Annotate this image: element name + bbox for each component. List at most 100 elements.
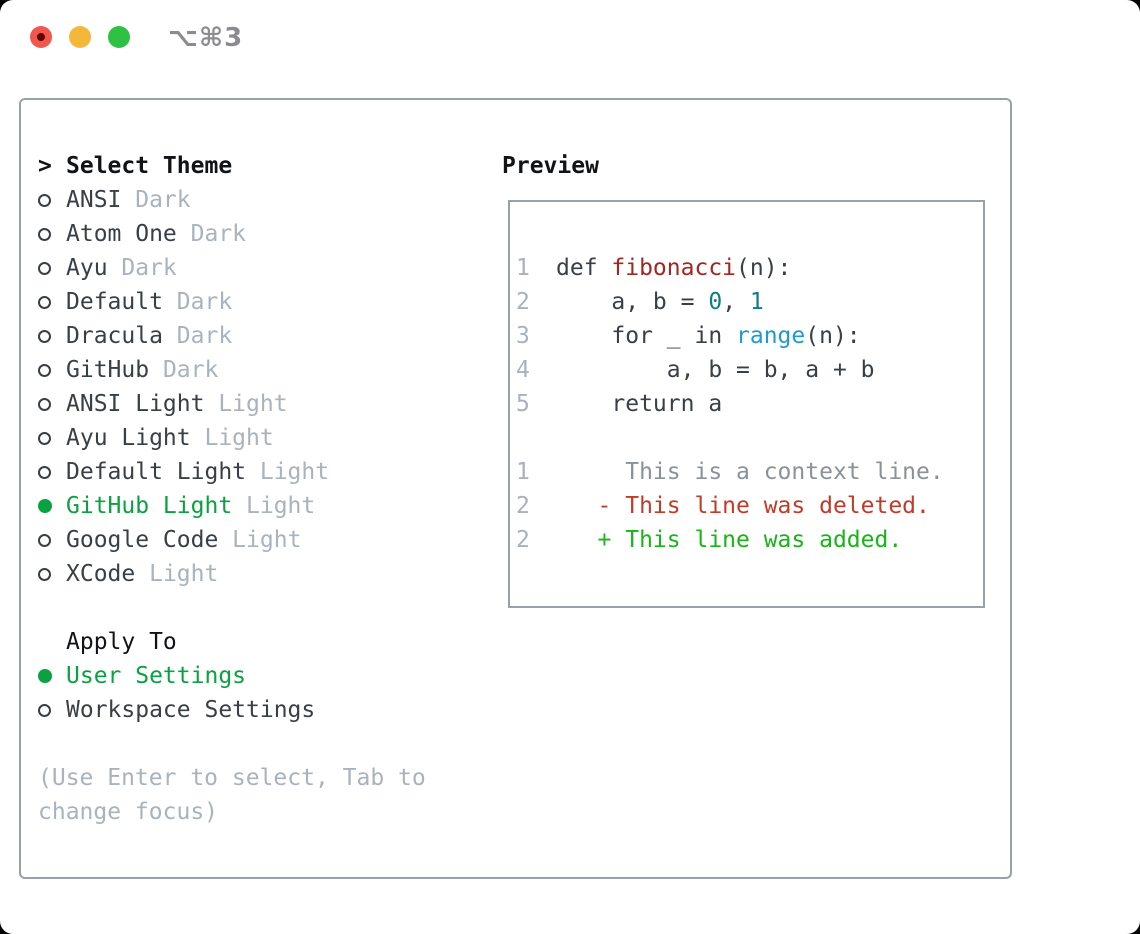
theme-option-dracula[interactable]: Dracula Dark [38,319,426,353]
theme-name: Default [66,289,163,315]
radio-icon [38,533,51,547]
title-bar: ⌥⌘3 [0,0,1140,70]
code-line: 1 def fibonacci(n): [516,251,983,285]
theme-option-default-light[interactable]: Default Light Light [38,455,426,489]
radio-icon [38,703,51,717]
code-segment: def [556,255,612,281]
code-line: 4 a, b = b, a + b [516,353,983,387]
theme-name: GitHub Light [66,493,233,519]
code-line: 5 return a [516,387,983,421]
minimize-button[interactable] [69,26,91,48]
theme-variant-tag: Light [218,527,302,553]
select-theme-header: > Select Theme [38,149,426,183]
theme-option-github-light[interactable]: GitHub Light Light [38,489,426,523]
theme-option-google-code[interactable]: Google Code Light [38,523,426,557]
line-content: return a [556,387,722,421]
theme-name: Dracula [66,323,163,349]
preview-title: Preview [502,153,599,179]
code-segment: a, b = b, a + b [556,357,875,383]
code-segment: return a [556,391,723,417]
line-number: 1 [516,459,530,485]
radio-icon [38,227,51,241]
theme-name: Atom One [66,221,177,247]
radio-icon [38,329,51,343]
radio-icon [38,295,51,309]
window-title-shortcut: ⌥⌘3 [168,23,244,53]
theme-name: Google Code [66,527,219,553]
code-segment: (n): [805,323,861,349]
theme-option-xcode[interactable]: XCode Light [38,557,426,591]
theme-option-github[interactable]: GitHub Dark [38,353,426,387]
theme-name: GitHub [66,357,150,383]
radio-icon [38,363,51,377]
radio-selected-icon [38,499,52,513]
radio-icon [38,261,51,275]
radio-icon [38,431,51,445]
apply-option-label: User Settings [66,663,247,689]
theme-variant-tag: Dark [107,255,177,281]
theme-option-ansi[interactable]: ANSI Dark [38,183,426,217]
theme-option-ansi-light[interactable]: ANSI Light Light [38,387,426,421]
code-segment: , [722,289,750,315]
theme-variant-tag: Dark [176,221,247,247]
hint-line-2: change focus) [38,799,219,825]
code-line: 2 a, b = 0, 1 [516,285,983,319]
line-number: 2 [516,493,530,519]
code-line: 3 for _ in range(n): [516,319,983,353]
radio-selected-icon [38,669,52,683]
apply-option-workspace-settings[interactable]: Workspace Settings [38,693,426,727]
line-content: a, b = 0, 1 [556,285,764,319]
code-line: 1 This is a context line. [516,455,983,489]
apply-to-header: Apply To [38,625,426,659]
theme-name: ANSI Light [66,391,205,417]
line-content: - This line was deleted. [556,489,930,523]
theme-name: Ayu [66,255,108,281]
zoom-button[interactable] [108,26,130,48]
apply-option-user-settings[interactable]: User Settings [38,659,426,693]
hint-line-1: (Use Enter to select, Tab to [38,765,426,791]
line-content: + This line was added. [556,523,903,557]
theme-name: Default Light [66,459,247,485]
radio-icon [38,193,51,207]
code-segment: fibonacci [611,255,737,281]
theme-option-atom-one[interactable]: Atom One Dark [38,217,426,251]
theme-variant-tag: Dark [149,357,219,383]
code-line: 2 + This line was added. [516,523,983,557]
code-line [516,421,983,455]
code-segment: 0 [708,289,723,315]
theme-variant-tag: Light [246,459,330,485]
close-button[interactable] [30,26,52,48]
code-segment: a, b = [556,289,709,315]
line-number: 3 [516,323,530,349]
cursor-icon: > [38,153,52,179]
line-content: This is a context line. [556,455,944,489]
line-number: 1 [516,255,530,281]
unsaved-dot-icon [37,33,45,41]
theme-option-ayu[interactable]: Ayu Dark [38,251,426,285]
code-segment: for _ in [556,323,737,349]
spacer-row [38,727,426,761]
theme-variant-tag: Light [190,425,274,451]
spacer-row [38,591,426,625]
theme-variant-tag: Dark [162,323,233,349]
line-number: 2 [516,289,530,315]
apply-option-label: Workspace Settings [66,697,316,723]
line-content: for _ in range(n): [556,319,861,353]
line-content: def fibonacci(n): [556,251,791,285]
line-number: 2 [516,527,530,553]
theme-variant-tag: Dark [121,187,191,213]
theme-option-ayu-light[interactable]: Ayu Light Light [38,421,426,455]
theme-option-default[interactable]: Default Dark [38,285,426,319]
code-segment: 1 [749,289,764,315]
theme-name: XCode [66,561,136,587]
theme-variant-tag: Light [135,561,219,587]
line-number: 5 [516,391,530,417]
theme-name: ANSI [66,187,122,213]
radio-icon [38,567,51,581]
radio-icon [38,397,51,411]
